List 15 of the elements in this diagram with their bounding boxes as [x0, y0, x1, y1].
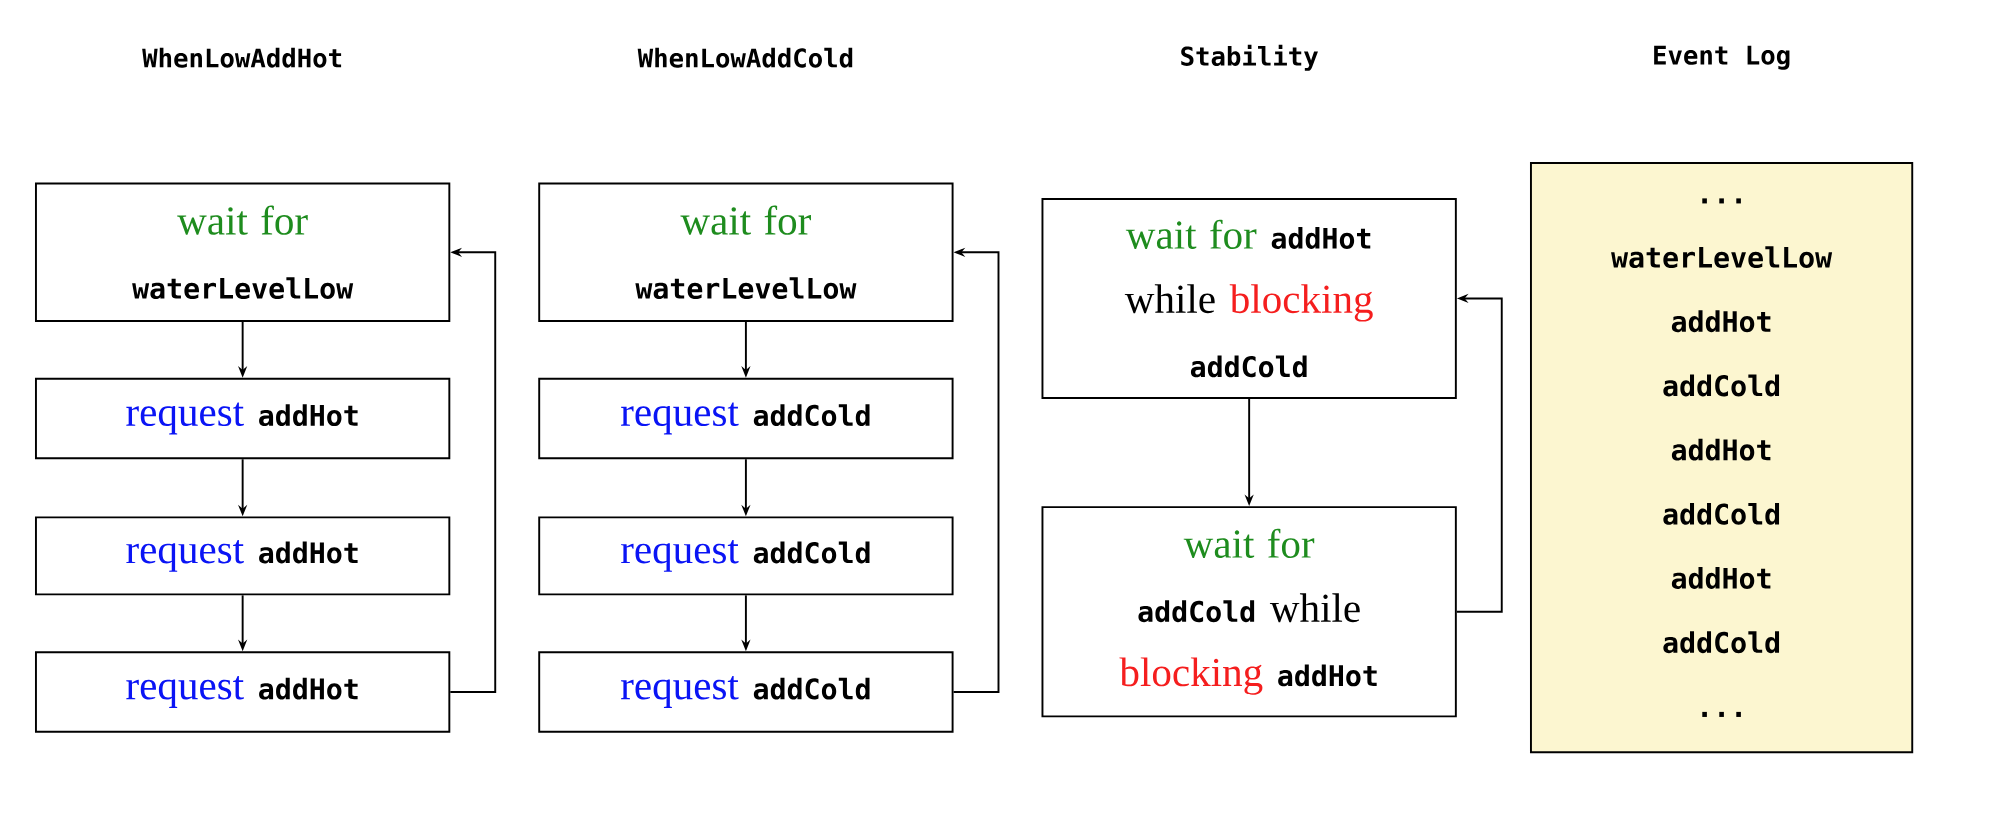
column-title: Stability: [1181, 44, 1318, 71]
column-title: WhenLowAddHot: [142, 47, 342, 68]
process-box: request addHot: [35, 377, 451, 460]
process-box: request addHot: [35, 516, 451, 596]
event-log-box: ... waterLevelLow addHot addCold addHot addCold addHot addCold ...: [1530, 161, 1914, 754]
process-box: wait for addCold while blocking addHot: [1041, 505, 1457, 718]
process-box: request addHot: [35, 651, 451, 733]
process-box: request addCold: [538, 651, 954, 733]
process-box: wait for waterLevelLow: [538, 182, 954, 322]
process-box: wait for waterLevelLow: [35, 182, 451, 322]
column-title: Event Log: [1654, 45, 1790, 70]
column-title: WhenLowAddCold: [637, 47, 853, 68]
process-box: request addCold: [538, 377, 954, 460]
process-box: wait for addHot while blocking addCold: [1041, 197, 1457, 399]
process-box: request addCold: [538, 516, 954, 596]
